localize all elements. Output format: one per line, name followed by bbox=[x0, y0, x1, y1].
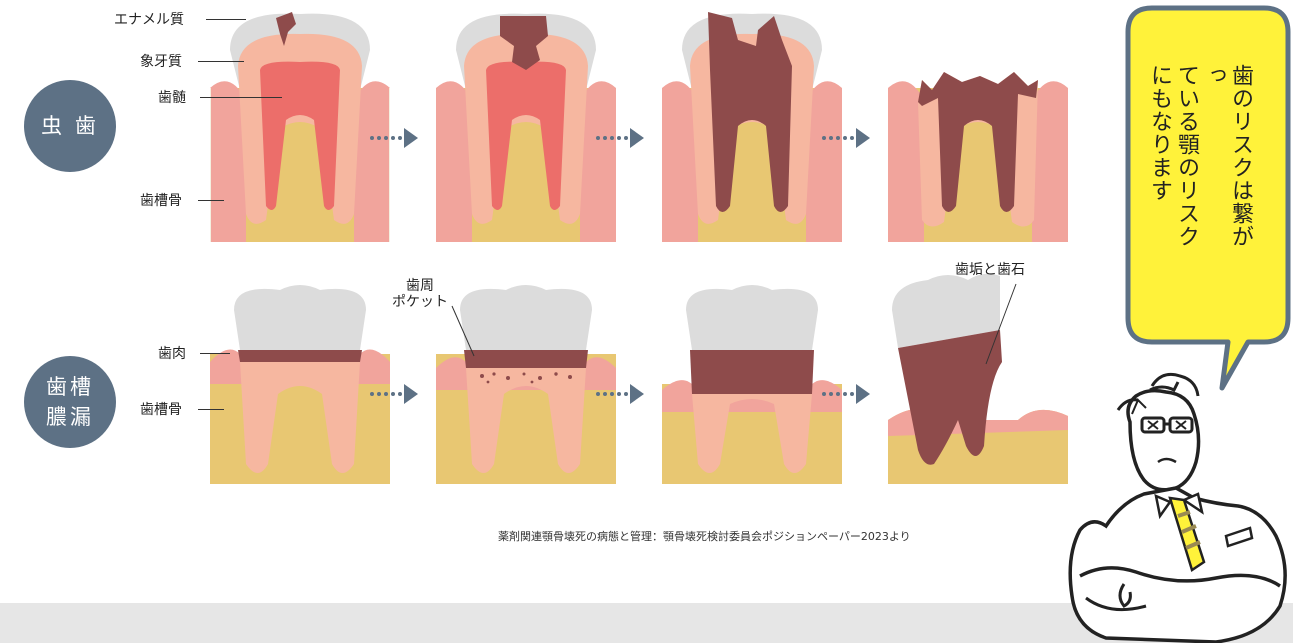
perio-stage-4-illustration bbox=[888, 270, 1068, 484]
cavity-stage-4-illustration bbox=[888, 10, 1068, 242]
cavity-stage-3-illustration bbox=[662, 10, 842, 242]
perio-arrow-2 bbox=[594, 382, 646, 406]
speech-bubble-text: 歯のリスクは繋がっ ている顎のリスク にもなります bbox=[1146, 64, 1254, 264]
label-enamel: エナメル質 bbox=[114, 12, 184, 28]
cavity-stage-1-panel bbox=[210, 10, 390, 242]
label-periodontal-pocket-leader bbox=[450, 304, 480, 360]
cavity-stage-4-panel bbox=[888, 10, 1068, 242]
label-periodontal-pocket: 歯周 ポケット bbox=[392, 278, 448, 310]
cavity-arrow-1 bbox=[368, 126, 420, 150]
perio-stage-1-panel bbox=[210, 284, 390, 484]
cavity-stage-2-panel bbox=[436, 10, 616, 242]
cavity-arrow-3 bbox=[820, 126, 872, 150]
label-plaque-tartar: 歯垢と歯石 bbox=[955, 262, 1025, 278]
perio-stage-4-panel bbox=[888, 270, 1068, 484]
periodontitis-badge: 歯槽 膿漏 bbox=[24, 356, 116, 448]
cavity-stage-2-illustration bbox=[436, 10, 616, 242]
label-plaque-tartar-leader bbox=[980, 282, 1020, 368]
perio-stage-3-panel bbox=[662, 284, 842, 484]
cavity-stage-3-panel bbox=[662, 10, 842, 242]
perio-arrow-3 bbox=[820, 382, 872, 406]
perio-arrow-1 bbox=[368, 382, 420, 406]
label-gum: 歯肉 bbox=[158, 346, 186, 362]
label-pulp: 歯髄 bbox=[158, 90, 186, 106]
label-alveolar-bone-bottom: 歯槽骨 bbox=[140, 402, 182, 418]
label-dentin: 象牙質 bbox=[140, 54, 182, 70]
perio-stage-1-illustration bbox=[210, 284, 390, 484]
cavity-stage-1-illustration bbox=[210, 10, 390, 242]
worried-man-illustration bbox=[1066, 366, 1293, 643]
source-citation: 薬剤関連顎骨壊死の病態と管理：顎骨壊死検討委員会ポジションペーパー2023より bbox=[498, 528, 911, 544]
perio-stage-3-illustration bbox=[662, 284, 842, 484]
label-alveolar-bone-top: 歯槽骨 bbox=[140, 193, 182, 209]
cavity-badge: 虫 歯 bbox=[24, 80, 116, 172]
cavity-arrow-2 bbox=[594, 126, 646, 150]
